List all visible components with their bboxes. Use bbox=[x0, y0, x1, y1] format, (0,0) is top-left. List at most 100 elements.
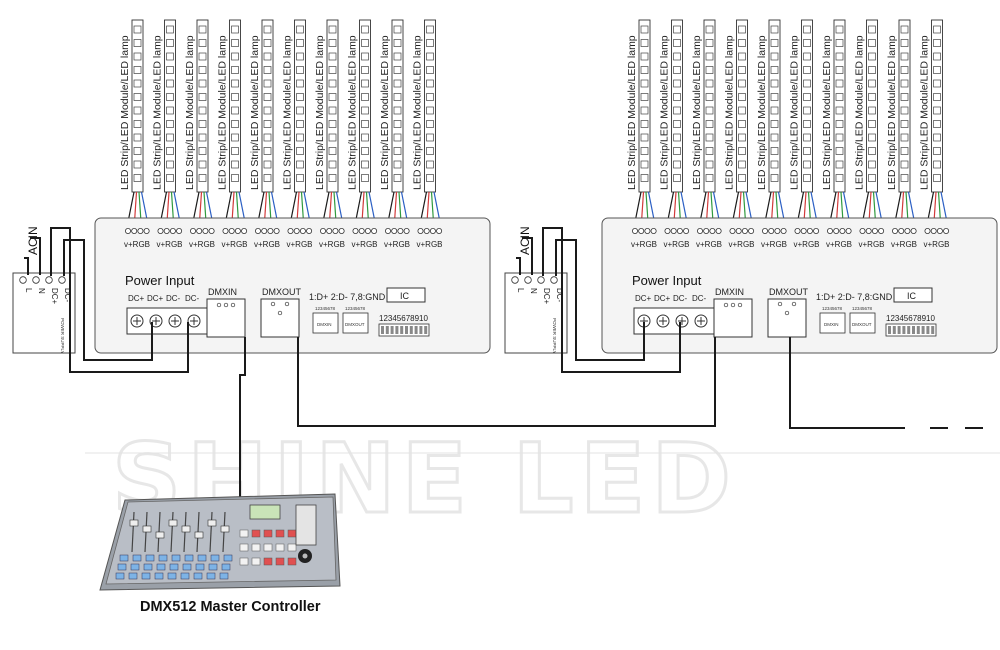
strip-lead bbox=[333, 191, 337, 223]
strip-lead bbox=[166, 191, 170, 223]
led-chip bbox=[868, 39, 876, 47]
decoder-unit-1: LED Strip/LED Module/LED lamp LED Strip/L… bbox=[94, 19, 491, 354]
led-strip-body bbox=[736, 19, 748, 193]
led-strip-icon: LED Strip/LED Module/LED lamp bbox=[886, 19, 916, 223]
led-strip-body bbox=[391, 19, 404, 193]
console-key bbox=[195, 563, 205, 571]
ic-label: IC bbox=[907, 291, 917, 301]
dmx-out-wire bbox=[789, 337, 905, 429]
led-chip bbox=[198, 79, 207, 88]
led-chip bbox=[770, 79, 779, 88]
console-key bbox=[239, 557, 249, 566]
led-chip bbox=[231, 66, 239, 74]
led-chip bbox=[640, 93, 649, 101]
led-chip bbox=[770, 93, 779, 101]
output-label: v+RGB bbox=[891, 240, 917, 249]
led-strip-body bbox=[359, 19, 371, 193]
led-chip bbox=[393, 160, 402, 169]
led-chip bbox=[133, 39, 142, 47]
led-chip bbox=[296, 160, 304, 169]
fader-track bbox=[209, 511, 213, 553]
strip-lead bbox=[926, 191, 935, 223]
strip-lead bbox=[192, 191, 200, 223]
led-strip-body bbox=[931, 19, 943, 193]
led-chip bbox=[263, 25, 272, 34]
strip-lead bbox=[770, 191, 775, 223]
strip-lead bbox=[842, 191, 851, 223]
strip-lead bbox=[861, 191, 870, 223]
console-key bbox=[251, 557, 261, 566]
strip-lead bbox=[303, 191, 311, 223]
strip-lead bbox=[738, 191, 742, 223]
strip-lead bbox=[777, 191, 786, 223]
led-chip bbox=[835, 39, 844, 47]
led-chip bbox=[738, 106, 746, 115]
output-pin bbox=[208, 227, 215, 234]
led-chip bbox=[328, 66, 337, 74]
led-chip bbox=[900, 66, 909, 74]
strip-lead bbox=[673, 191, 677, 223]
console-key bbox=[275, 543, 285, 552]
output-label: v+RGB bbox=[664, 240, 690, 249]
strip-lead bbox=[365, 191, 370, 223]
strip-label: LED Strip/LED Module/LED lamp bbox=[789, 35, 801, 190]
output-pin bbox=[813, 227, 820, 234]
decoder-unit-2: LED Strip/LED Module/LED lamp LED Strip/L… bbox=[601, 19, 998, 354]
dip-lever bbox=[888, 326, 891, 334]
ac-wire-n bbox=[30, 237, 41, 275]
strip-lead bbox=[647, 191, 656, 223]
output-pin bbox=[403, 227, 410, 234]
led-strip-body bbox=[424, 19, 436, 193]
led-chip bbox=[263, 133, 272, 142]
led-chip bbox=[231, 52, 239, 61]
output-pin bbox=[254, 227, 261, 234]
led-chip bbox=[426, 133, 434, 142]
led-chip bbox=[296, 106, 304, 115]
strip-lead bbox=[742, 191, 747, 223]
led-chip bbox=[426, 147, 434, 155]
output-pin bbox=[228, 227, 235, 234]
mini-dmxin-label: DMXIN bbox=[317, 322, 332, 327]
output-pin bbox=[436, 227, 443, 234]
led-chip bbox=[803, 174, 811, 182]
console-key bbox=[184, 554, 194, 562]
power-terminal-label: DC+ bbox=[635, 294, 652, 303]
strip-label: LED Strip/LED Module/LED lamp bbox=[184, 35, 196, 190]
output-pin bbox=[293, 227, 300, 234]
output-pin bbox=[638, 227, 645, 234]
led-strip-body bbox=[326, 19, 339, 193]
led-chip bbox=[263, 160, 272, 169]
fader-knob bbox=[142, 525, 152, 533]
led-chip bbox=[231, 133, 239, 142]
strip-lead bbox=[127, 191, 135, 223]
strip-lead bbox=[905, 191, 909, 223]
led-chip bbox=[705, 120, 714, 128]
led-chip bbox=[166, 120, 174, 128]
led-chip bbox=[426, 66, 434, 74]
led-strip-icon: LED Strip/LED Module/LED lamp bbox=[691, 19, 721, 223]
output-pin bbox=[892, 227, 899, 234]
dmxout-pin bbox=[791, 301, 797, 307]
dmxin-label: DMXIN bbox=[715, 287, 744, 297]
led-chip bbox=[868, 133, 876, 142]
strip-label: LED Strip/LED Module/LED lamp bbox=[282, 35, 294, 190]
output-pin bbox=[664, 227, 671, 234]
led-chip bbox=[770, 52, 779, 61]
strip-lead bbox=[712, 191, 721, 223]
fader-knob bbox=[181, 525, 191, 533]
dmxin-pin bbox=[223, 302, 229, 308]
dip-lever bbox=[916, 326, 920, 334]
led-chip bbox=[770, 25, 779, 34]
output-pin bbox=[143, 227, 150, 234]
dip-lever bbox=[921, 326, 925, 334]
led-chip bbox=[393, 39, 402, 47]
led-chip bbox=[738, 160, 746, 169]
dmxin-pin bbox=[216, 302, 222, 308]
output-pin bbox=[273, 227, 280, 234]
strip-label: LED Strip/LED Module/LED lamp bbox=[659, 35, 671, 190]
console-wheel-hub bbox=[302, 553, 308, 559]
dip-numbers: 12345678910 bbox=[886, 314, 935, 323]
psu-terminal-label: N bbox=[37, 288, 46, 294]
output-pin bbox=[125, 227, 132, 234]
output-pin bbox=[865, 227, 872, 234]
